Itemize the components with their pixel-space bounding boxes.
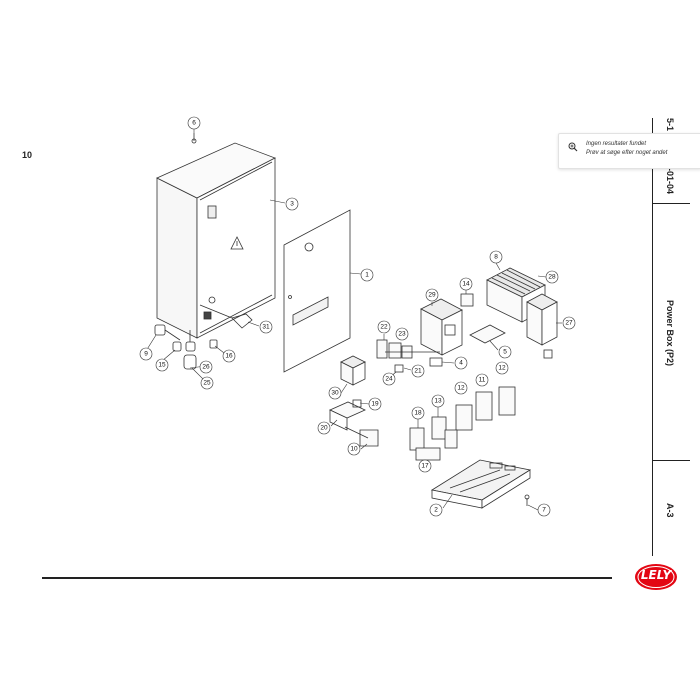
terminal-blocks — [376, 339, 443, 373]
callout-12a — [454, 381, 468, 395]
zoom-search-icon — [568, 142, 578, 152]
callout-label: 11 — [479, 377, 486, 384]
callout-label: 30 — [331, 390, 339, 397]
callout-8 — [489, 250, 503, 264]
callout-23 — [395, 327, 409, 341]
figure-id: A-3 — [665, 503, 675, 518]
callout-label: 28 — [548, 274, 556, 281]
callout-24 — [382, 372, 396, 386]
callout-19 — [368, 397, 382, 411]
callout-label: 1 — [365, 272, 369, 279]
callout-26 — [199, 360, 213, 374]
main-switch — [329, 399, 379, 447]
callout-7 — [537, 503, 551, 517]
tooltip-title: Ingen resultater fundet — [586, 141, 647, 147]
callout-6 — [187, 116, 201, 130]
section-code-top: 5-1 — [665, 118, 675, 132]
callout-label: 27 — [565, 320, 573, 327]
callout-label: 3 — [290, 201, 294, 208]
callout-label: 5 — [503, 349, 507, 356]
callout-label: 12 — [498, 365, 506, 372]
relay-small — [460, 293, 474, 307]
callout-27 — [562, 316, 576, 330]
callout-28 — [545, 270, 559, 284]
footer-divider — [42, 577, 612, 579]
callout-30 — [328, 386, 342, 400]
callout-10 — [347, 442, 361, 456]
callout-label: 23 — [398, 331, 406, 338]
callout-label: 10 — [350, 446, 358, 453]
cabinet-enclosure — [156, 133, 276, 339]
callout-label: 17 — [421, 463, 429, 470]
callout-label: 20 — [320, 425, 328, 432]
callout-label: 9 — [144, 351, 148, 358]
door-panel — [283, 209, 351, 373]
callout-12b — [495, 361, 509, 375]
callout-4 — [454, 356, 468, 370]
callout-20 — [317, 421, 331, 435]
callout-label: 16 — [225, 353, 233, 360]
callout-21 — [411, 364, 425, 378]
callout-15 — [155, 358, 169, 372]
side-divider-h1 — [652, 203, 690, 204]
lely-logo: LELY — [634, 563, 678, 591]
callout-label: 12 — [457, 385, 465, 392]
callout-label: 29 — [428, 292, 436, 299]
cabinet-fittings — [154, 304, 253, 370]
circuit-board — [430, 459, 532, 509]
callout-14 — [459, 277, 473, 291]
callout-13 — [431, 394, 445, 408]
search-no-results-tooltip: Ingen resultater fundet Prøv at søge eft… — [558, 133, 700, 169]
inverter-unit — [420, 298, 463, 356]
callout-16 — [222, 349, 236, 363]
screw — [524, 494, 530, 500]
callout-25 — [200, 376, 214, 390]
callout-29 — [425, 288, 439, 302]
transformer-unit — [526, 293, 558, 359]
side-divider — [652, 118, 653, 556]
callout-label: 24 — [385, 376, 393, 383]
callout-18 — [411, 406, 425, 420]
callout-label: 7 — [542, 507, 546, 514]
tooltip-subtitle: Prøv at søge efter noget andet — [586, 150, 668, 156]
callout-9 — [139, 347, 153, 361]
logo-text: LELY — [640, 568, 672, 582]
callout-17 — [418, 459, 432, 473]
callout-label: 4 — [459, 360, 463, 367]
callout-label: 22 — [380, 324, 388, 331]
callout-label: 13 — [434, 398, 442, 405]
lely-logo-shape — [635, 564, 677, 590]
callout-label: 25 — [203, 380, 211, 387]
callout-label: 15 — [158, 362, 166, 369]
relay-bank — [455, 386, 516, 431]
callout-1 — [360, 268, 374, 282]
callout-label: 8 — [494, 254, 498, 261]
callout-11 — [475, 373, 489, 387]
callout-3 — [285, 197, 299, 211]
breaker-blocks — [409, 416, 458, 461]
callout-label: 31 — [262, 324, 270, 331]
callout-31 — [259, 320, 273, 334]
callout-label: 6 — [192, 120, 196, 127]
callout-label: 19 — [371, 401, 379, 408]
callout-5 — [498, 345, 512, 359]
page-number: 10 — [22, 150, 33, 160]
bracket-plate — [469, 324, 506, 344]
callout-label: 26 — [202, 364, 210, 371]
chapter-title: Power Box (P2) — [665, 300, 675, 367]
callout-22 — [377, 320, 391, 334]
callout-label: 14 — [462, 281, 470, 288]
callout-label: 2 — [434, 507, 438, 514]
callout-label: 21 — [414, 368, 422, 375]
side-divider-h2 — [652, 460, 690, 461]
callout-label: 18 — [414, 410, 422, 417]
contactor-unit — [340, 355, 366, 386]
callout-2 — [429, 503, 443, 517]
